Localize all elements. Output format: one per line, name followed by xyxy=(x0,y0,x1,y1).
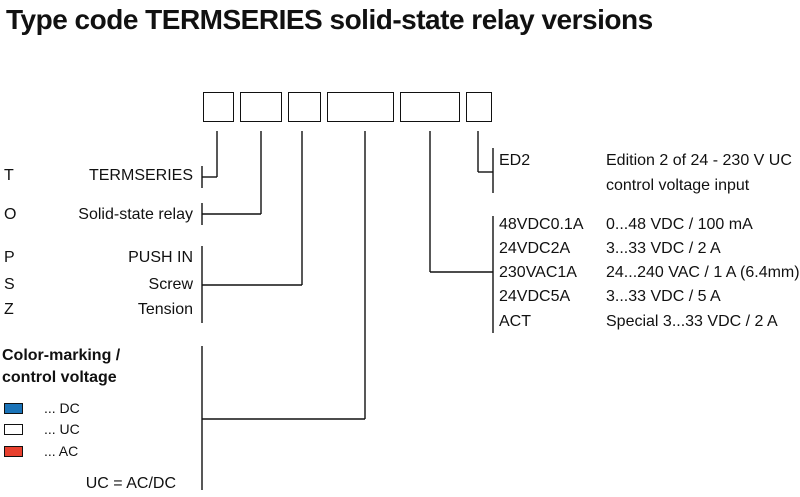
version-code: ACT xyxy=(499,313,531,330)
code-z: Z xyxy=(4,301,14,318)
code-t: T xyxy=(4,167,14,184)
code-box-6 xyxy=(466,92,492,122)
version-desc: Special 3...33 VDC / 2 A xyxy=(606,313,778,330)
version-desc: 24...240 VAC / 1 A (6.4mm) xyxy=(606,264,800,281)
color-marking-heading-1: Color-marking / xyxy=(2,347,121,364)
label-solid-state-relay: Solid-state relay xyxy=(78,206,193,223)
code-box-3 xyxy=(288,92,321,122)
uc-footnote: UC = AC/DC xyxy=(85,475,176,492)
label-tension: Tension xyxy=(137,301,193,318)
code-box-2 xyxy=(240,92,282,122)
version-desc: 3...33 VDC / 2 A xyxy=(606,240,721,257)
version-desc: 0...48 VDC / 100 mA xyxy=(606,216,753,233)
code-box-5 xyxy=(400,92,460,122)
version-code: 24VDC2A xyxy=(499,240,571,257)
code-s: S xyxy=(4,276,15,293)
swatch-label-uc: ... UC xyxy=(44,421,80,437)
swatch-ac xyxy=(4,446,23,457)
code-box-1 xyxy=(203,92,234,122)
color-marking-heading-2: control voltage xyxy=(2,369,117,386)
code-box-4 xyxy=(327,92,394,122)
version-code: 24VDC5A xyxy=(499,288,571,305)
label-termseries: TERMSERIES xyxy=(88,167,193,184)
code-p: P xyxy=(4,249,15,266)
swatch-dc xyxy=(4,403,23,414)
swatch-label-dc: ... DC xyxy=(44,400,80,416)
version-code: 48VDC0.1A xyxy=(499,216,584,233)
edition-desc-2: control voltage input xyxy=(606,177,750,194)
page-title: Type code TERMSERIES solid-state relay v… xyxy=(6,4,653,35)
version-desc: 3...33 VDC / 5 A xyxy=(606,288,721,305)
code-o: O xyxy=(4,206,17,223)
label-screw: Screw xyxy=(148,276,193,293)
label-push-in: PUSH IN xyxy=(128,249,193,266)
edition-desc-1: Edition 2 of 24 - 230 V UC xyxy=(606,152,792,169)
edition-code: ED2 xyxy=(499,152,531,169)
swatch-label-ac: ... AC xyxy=(44,443,79,459)
version-code: 230VAC1A xyxy=(499,264,577,281)
swatch-uc xyxy=(4,424,23,435)
